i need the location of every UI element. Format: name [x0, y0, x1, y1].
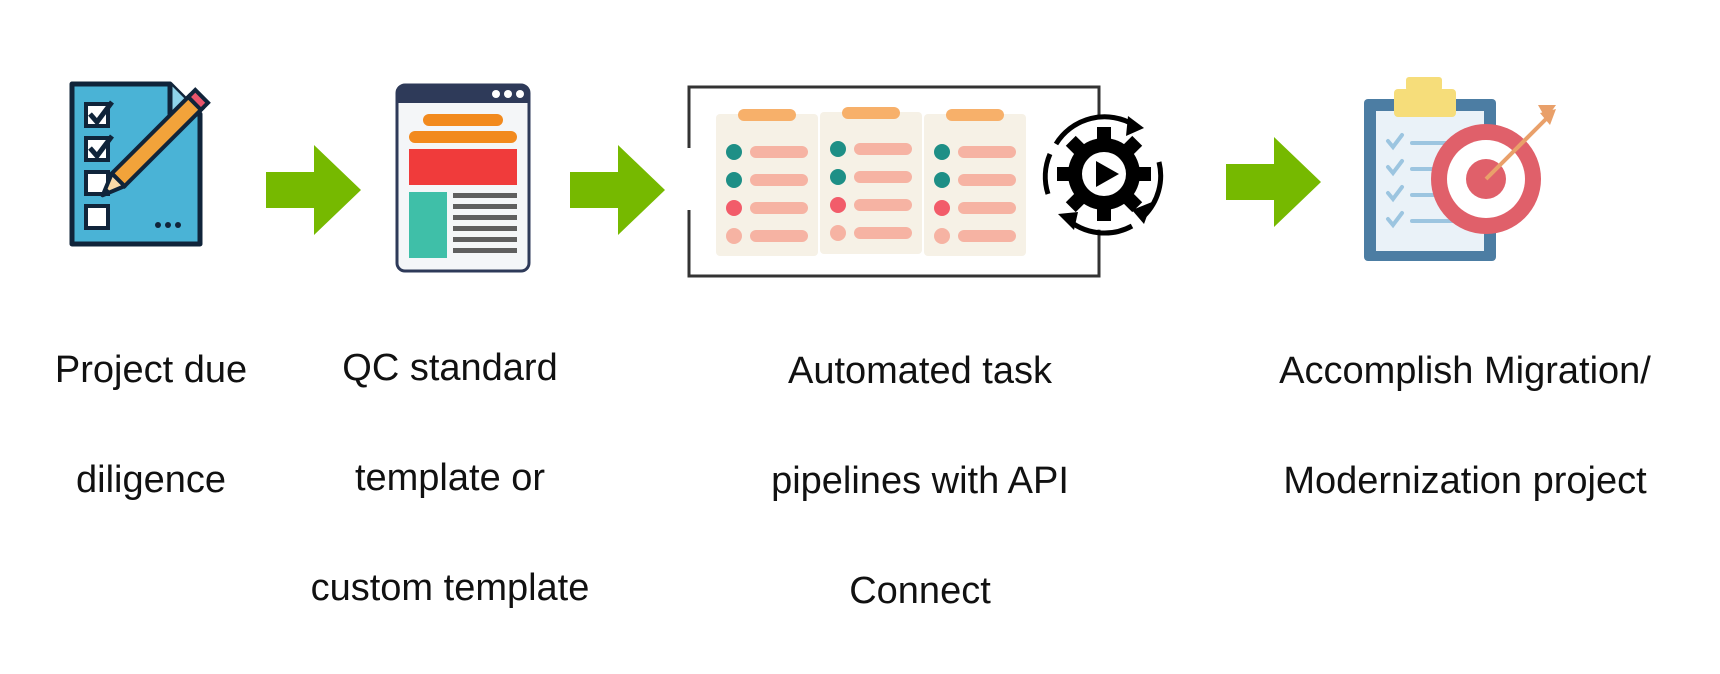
step-1-label: Project due diligence [20, 288, 282, 563]
step-3-label-line: Automated task [787, 350, 1053, 392]
right-arrow-icon [1226, 137, 1321, 227]
step-1-label-line: Project due [54, 349, 248, 391]
web-template-icon [395, 83, 531, 273]
step-4-label-line: Accomplish Migration/ [1279, 350, 1651, 392]
step-2-label-line: template or [354, 457, 546, 499]
task-board-gear-play-icon [686, 84, 1180, 279]
checklist-pencil-icon [60, 78, 240, 248]
step-4-label-line: Modernization project [1283, 460, 1647, 502]
step-2-label-line: QC standard [342, 347, 558, 389]
step-1-label-line: diligence [76, 459, 226, 501]
right-arrow-icon [570, 145, 665, 235]
step-4-label: Accomplish Migration/ Modernization proj… [1220, 289, 1710, 564]
clipboard-target-icon [1360, 75, 1570, 265]
step-2-label-line: custom template [310, 567, 590, 609]
step-2-label: QC standard template or custom template [270, 286, 630, 671]
right-arrow-icon [266, 145, 361, 235]
step-3-label: Automated task pipelines with API Connec… [720, 289, 1120, 674]
step-3-label-line: pipelines with API [771, 460, 1069, 502]
step-3-label-line: Connect [849, 570, 991, 612]
